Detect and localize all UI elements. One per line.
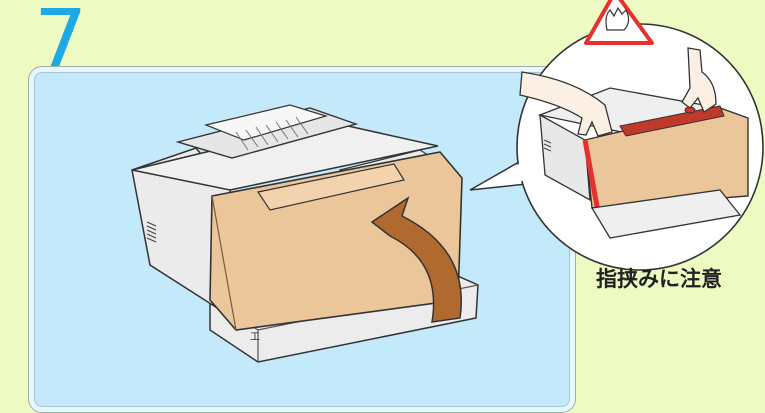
illustration-scene: 工 [0,0,765,397]
zoom-callout [470,0,763,270]
svg-text:工: 工 [250,332,260,343]
pinch-warning-icon [586,0,652,43]
pinch-warning-caption: 指挟みに注意 [596,266,722,292]
printer-illustration: 工 [132,105,478,362]
